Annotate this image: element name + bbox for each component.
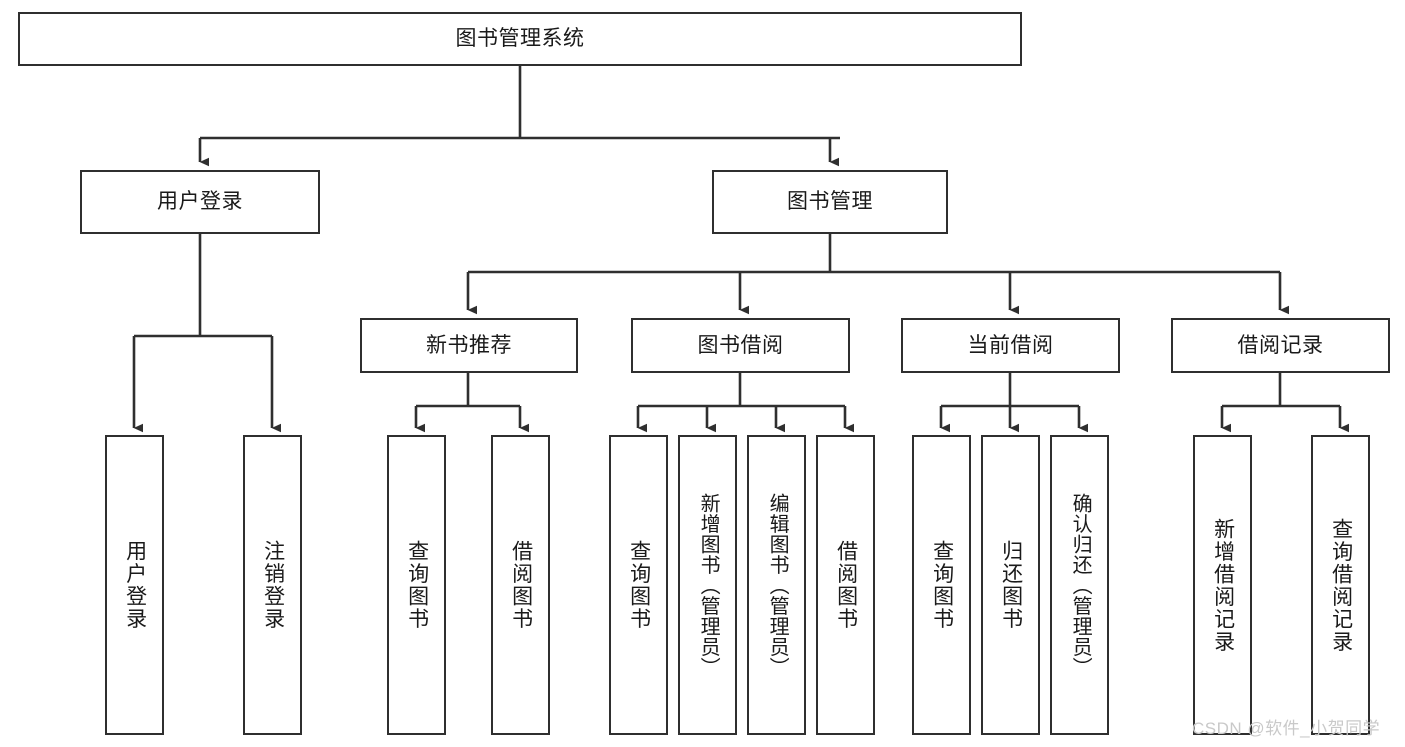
node-root[interactable]: 图书管理系统 (18, 12, 1022, 66)
node-root-label: 图书管理系统 (455, 27, 585, 51)
node-leaf-logout[interactable]: 注销登录 (243, 435, 302, 735)
node-leaf-user-login-label: 用户登录 (123, 540, 147, 630)
csdn-watermark: CSDN @软件_小贺同学 (1192, 719, 1381, 738)
node-leaf-edit-book-admin[interactable]: 编辑图书（管理员） (747, 435, 806, 735)
node-leaf-query-books-borrow[interactable]: 查询图书 (609, 435, 668, 735)
node-leaf-return-books-label: 归还图书 (999, 540, 1023, 630)
node-leaf-confirm-return-admin-label: 确认归还（管理员） (1069, 492, 1092, 678)
node-leaf-add-book-admin[interactable]: 新增图书（管理员） (678, 435, 737, 735)
node-leaf-borrow-books-label: 借阅图书 (834, 540, 858, 630)
node-current-borrow-label: 当前借阅 (967, 333, 1054, 357)
node-current-borrow[interactable]: 当前借阅 (901, 318, 1120, 373)
node-leaf-add-book-admin-label: 新增图书（管理员） (697, 492, 720, 678)
node-new-book-recommend-label: 新书推荐 (426, 333, 512, 357)
node-leaf-add-borrow-record[interactable]: 新增借阅记录 (1193, 435, 1252, 735)
node-leaf-confirm-return-admin[interactable]: 确认归还（管理员） (1050, 435, 1109, 735)
node-leaf-query-books-new[interactable]: 查询图书 (387, 435, 446, 735)
node-new-book-recommend[interactable]: 新书推荐 (360, 318, 578, 373)
node-leaf-edit-book-admin-label: 编辑图书（管理员） (766, 492, 789, 678)
node-leaf-logout-label: 注销登录 (261, 540, 285, 630)
node-user-login[interactable]: 用户登录 (80, 170, 320, 234)
node-leaf-query-books-new-label: 查询图书 (405, 540, 429, 630)
node-leaf-query-borrow-record[interactable]: 查询借阅记录 (1311, 435, 1370, 735)
node-leaf-query-books-current[interactable]: 查询图书 (912, 435, 971, 735)
node-book-management-label: 图书管理 (787, 190, 873, 214)
node-leaf-borrow-books[interactable]: 借阅图书 (816, 435, 875, 735)
node-book-borrow[interactable]: 图书借阅 (631, 318, 850, 373)
node-leaf-return-books[interactable]: 归还图书 (981, 435, 1040, 735)
node-leaf-query-books-current-label: 查询图书 (930, 540, 954, 630)
node-borrow-records-label: 借阅记录 (1237, 333, 1324, 357)
node-leaf-user-login[interactable]: 用户登录 (105, 435, 164, 735)
node-book-management[interactable]: 图书管理 (712, 170, 948, 234)
node-leaf-borrow-books-new-label: 借阅图书 (509, 540, 533, 630)
node-leaf-query-books-borrow-label: 查询图书 (627, 540, 651, 630)
node-user-login-label: 用户登录 (157, 190, 243, 214)
node-leaf-add-borrow-record-label: 新增借阅记录 (1211, 517, 1235, 653)
node-borrow-records[interactable]: 借阅记录 (1171, 318, 1390, 373)
node-leaf-query-borrow-record-label: 查询借阅记录 (1329, 517, 1353, 653)
node-book-borrow-label: 图书借阅 (697, 333, 784, 357)
node-leaf-borrow-books-new[interactable]: 借阅图书 (491, 435, 550, 735)
